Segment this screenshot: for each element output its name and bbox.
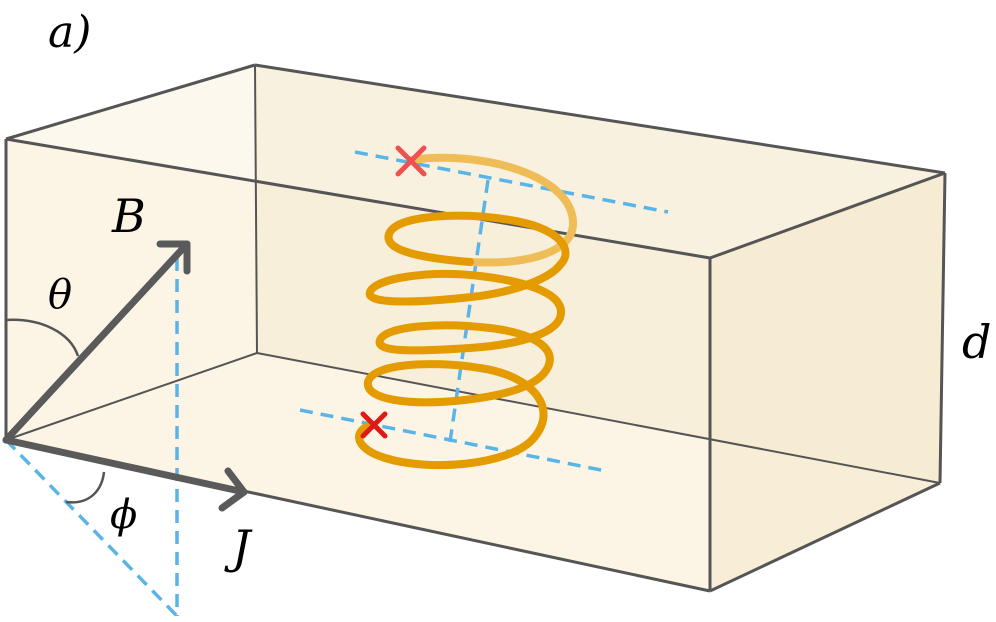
helix-bottom-axis-line (299, 408, 607, 473)
box-edge-top-front (5, 137, 711, 260)
vectors (2, 240, 248, 512)
phi-label: ϕ (110, 492, 137, 538)
angle-arcs (5, 318, 106, 504)
b-vector-shaft (2, 240, 191, 444)
b-label: B (111, 189, 146, 243)
phi-arc (65, 471, 106, 504)
top-marker-x-icon (395, 145, 427, 177)
box-edge-top-left (5, 63, 256, 141)
helix-orbit (355, 153, 578, 470)
box-edge-back-vertical (254, 64, 258, 354)
box-edge-bottom-right (709, 481, 941, 593)
j-label: J (224, 520, 253, 574)
orbit-markers (360, 145, 427, 439)
theta-arc (5, 318, 80, 357)
box-edge-top-back (254, 63, 946, 175)
j-vector-arrowhead (218, 467, 248, 512)
j-vector-shaft (2, 436, 248, 496)
box-back-face (255, 65, 945, 483)
d-label: d (962, 315, 991, 369)
box-edge-right-vertical (938, 172, 947, 484)
helix-coil (355, 211, 570, 470)
box-edge-back-bottom-left (5, 352, 258, 441)
theta-label: θ (48, 272, 72, 318)
panel-label: a) (48, 7, 91, 58)
bottom-marker-x-icon (360, 411, 388, 439)
box-right-face (710, 173, 945, 591)
b-vector-arrowhead (156, 240, 191, 275)
helix-top-segment (408, 153, 578, 267)
box-edge-top-right (709, 171, 946, 260)
